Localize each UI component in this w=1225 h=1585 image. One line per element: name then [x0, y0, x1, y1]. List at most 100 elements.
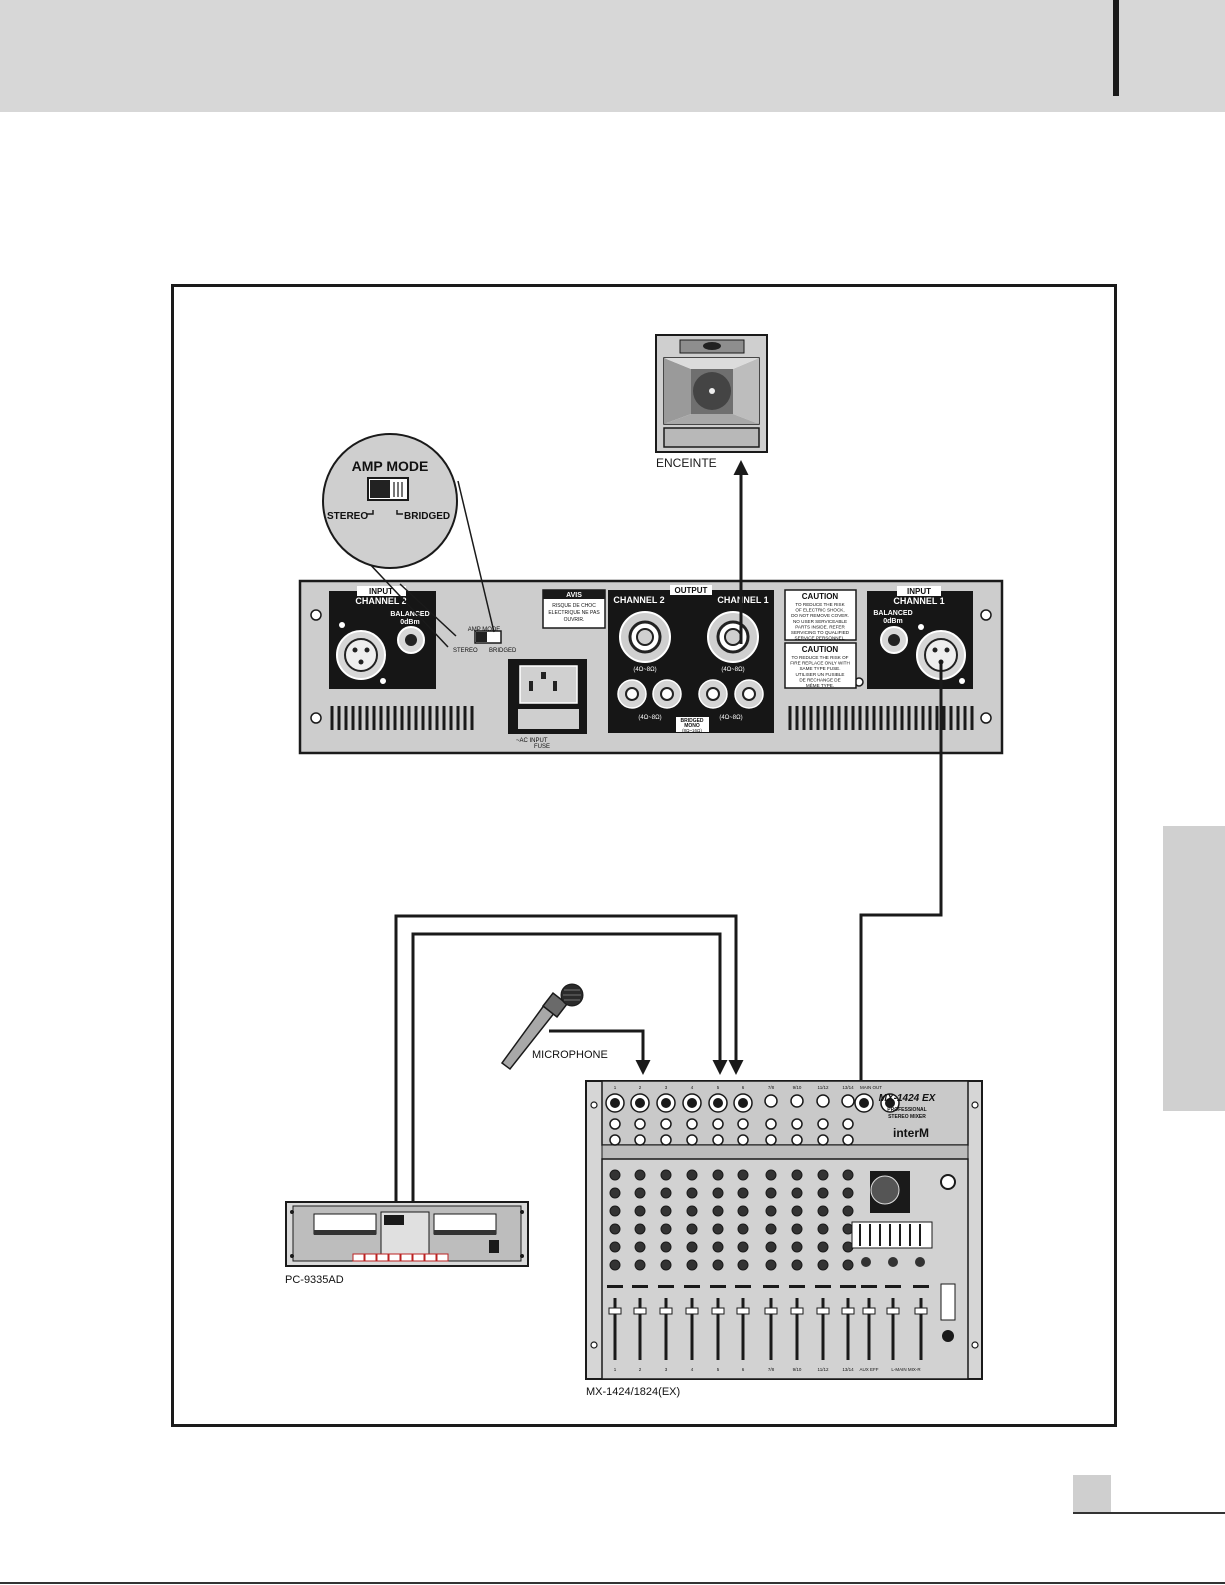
- input-right-heading: INPUT: [907, 587, 931, 596]
- mixer-knob[interactable]: [737, 1205, 749, 1217]
- binding-posts[interactable]: [617, 679, 764, 709]
- header-band: [0, 0, 1225, 112]
- mixer-knob[interactable]: [686, 1205, 698, 1217]
- amp-mode-small-stereo: STEREO: [453, 648, 478, 654]
- mixer-knob[interactable]: [765, 1187, 777, 1199]
- mixer-fader[interactable]: [633, 1307, 647, 1315]
- mixer-knob[interactable]: [712, 1187, 724, 1199]
- mixer-knob[interactable]: [737, 1169, 749, 1181]
- mixer-knob[interactable]: [609, 1169, 621, 1181]
- mixer-knob[interactable]: [634, 1169, 646, 1181]
- mixer-knob[interactable]: [737, 1241, 749, 1253]
- mixer-knob[interactable]: [686, 1187, 698, 1199]
- mixer-knob[interactable]: [686, 1223, 698, 1235]
- mixer-knob[interactable]: [660, 1169, 672, 1181]
- mixer-knob[interactable]: [791, 1187, 803, 1199]
- cd-transport-button[interactable]: [364, 1253, 377, 1262]
- mixer-knob[interactable]: [817, 1223, 829, 1235]
- mixer-fader[interactable]: [736, 1307, 750, 1315]
- mixer-fader[interactable]: [764, 1307, 778, 1315]
- mixer-knob[interactable]: [791, 1223, 803, 1235]
- mixer-knob[interactable]: [634, 1187, 646, 1199]
- mixer-knob[interactable]: [712, 1223, 724, 1235]
- mixer-knob[interactable]: [634, 1259, 646, 1271]
- mixer-main-out: MAIN OUT: [860, 1085, 882, 1090]
- mixer-fader[interactable]: [685, 1307, 699, 1315]
- mixer-knob[interactable]: [791, 1205, 803, 1217]
- cd-transport-button[interactable]: [412, 1253, 425, 1262]
- mixer-knob[interactable]: [609, 1259, 621, 1271]
- mixer-knob[interactable]: [660, 1205, 672, 1217]
- mixer-knob[interactable]: [712, 1169, 724, 1181]
- mixer-fader[interactable]: [711, 1307, 725, 1315]
- mixer-knob[interactable]: [842, 1205, 854, 1217]
- mixer-fader[interactable]: [862, 1307, 876, 1315]
- mixer-knob[interactable]: [712, 1259, 724, 1271]
- mixer-knob[interactable]: [842, 1169, 854, 1181]
- mixer-knob[interactable]: [634, 1223, 646, 1235]
- mixer-knob[interactable]: [915, 1257, 925, 1267]
- amp-mode-switch[interactable]: [474, 630, 502, 644]
- mixer-model: MX-1424 EX: [879, 1093, 937, 1104]
- mixer-knob[interactable]: [817, 1259, 829, 1271]
- mixer-line-input[interactable]: [841, 1094, 855, 1108]
- mixer-knob[interactable]: [686, 1169, 698, 1181]
- mixer-knob[interactable]: [686, 1241, 698, 1253]
- mixer-knob[interactable]: [737, 1187, 749, 1199]
- mixer-knob[interactable]: [712, 1205, 724, 1217]
- avis-title: AVIS: [566, 592, 582, 599]
- mixer-knob[interactable]: [765, 1241, 777, 1253]
- mixer-knob[interactable]: [634, 1241, 646, 1253]
- mixer-fader[interactable]: [841, 1307, 855, 1315]
- binding-left-impedance: (4Ω~8Ω): [638, 715, 661, 721]
- mixer-knob[interactable]: [817, 1205, 829, 1217]
- mixer-line-input[interactable]: [816, 1094, 830, 1108]
- caution-text-line: FIRE REPLACE ONLY WITH: [790, 661, 850, 666]
- mixer-fader[interactable]: [659, 1307, 673, 1315]
- mixer-knob[interactable]: [861, 1257, 871, 1267]
- mixer-knob[interactable]: [737, 1259, 749, 1271]
- mixer-knob[interactable]: [765, 1205, 777, 1217]
- mixer-fader[interactable]: [886, 1307, 900, 1315]
- cd-transport-button[interactable]: [352, 1253, 365, 1262]
- mixer-knob[interactable]: [634, 1205, 646, 1217]
- mixer-knob[interactable]: [609, 1223, 621, 1235]
- mixer-line-input[interactable]: [790, 1094, 804, 1108]
- mixer-knob[interactable]: [660, 1241, 672, 1253]
- mixer-knob[interactable]: [660, 1223, 672, 1235]
- mixer-line-input[interactable]: [764, 1094, 778, 1108]
- mixer-knob[interactable]: [737, 1223, 749, 1235]
- stereo-mixer: [585, 1080, 983, 1380]
- mixer-knob[interactable]: [660, 1259, 672, 1271]
- mixer-fader[interactable]: [914, 1307, 928, 1315]
- mixer-fader[interactable]: [816, 1307, 830, 1315]
- mixer-knob[interactable]: [609, 1187, 621, 1199]
- mixer-knob[interactable]: [817, 1241, 829, 1253]
- mixer-knob[interactable]: [609, 1241, 621, 1253]
- caution-text-line: MÊME TYPE.: [806, 681, 834, 688]
- mixer-knob[interactable]: [609, 1205, 621, 1217]
- mixer-knob[interactable]: [686, 1259, 698, 1271]
- cd-transport-button[interactable]: [436, 1253, 449, 1262]
- mixer-knob[interactable]: [817, 1187, 829, 1199]
- caution-text-line: OF ELECTRIC SHOCK,: [795, 608, 844, 613]
- binding-right-impedance: (4Ω~8Ω): [719, 715, 742, 721]
- mixer-knob[interactable]: [712, 1241, 724, 1253]
- cd-transport-button[interactable]: [424, 1253, 437, 1262]
- mixer-fader[interactable]: [608, 1307, 622, 1315]
- mixer-knob[interactable]: [791, 1241, 803, 1253]
- cd-transport-button[interactable]: [388, 1253, 401, 1262]
- cd-transport-button[interactable]: [376, 1253, 389, 1262]
- mixer-knob[interactable]: [888, 1257, 898, 1267]
- mixer-knob[interactable]: [660, 1187, 672, 1199]
- mixer-knob[interactable]: [817, 1169, 829, 1181]
- mixer-knob[interactable]: [765, 1169, 777, 1181]
- mixer-knob[interactable]: [791, 1169, 803, 1181]
- mixer-knob[interactable]: [842, 1259, 854, 1271]
- mixer-knob[interactable]: [765, 1223, 777, 1235]
- mixer-knob[interactable]: [791, 1259, 803, 1271]
- mixer-knob[interactable]: [765, 1259, 777, 1271]
- cd-transport-button[interactable]: [400, 1253, 413, 1262]
- mixer-knob[interactable]: [842, 1187, 854, 1199]
- mixer-fader[interactable]: [790, 1307, 804, 1315]
